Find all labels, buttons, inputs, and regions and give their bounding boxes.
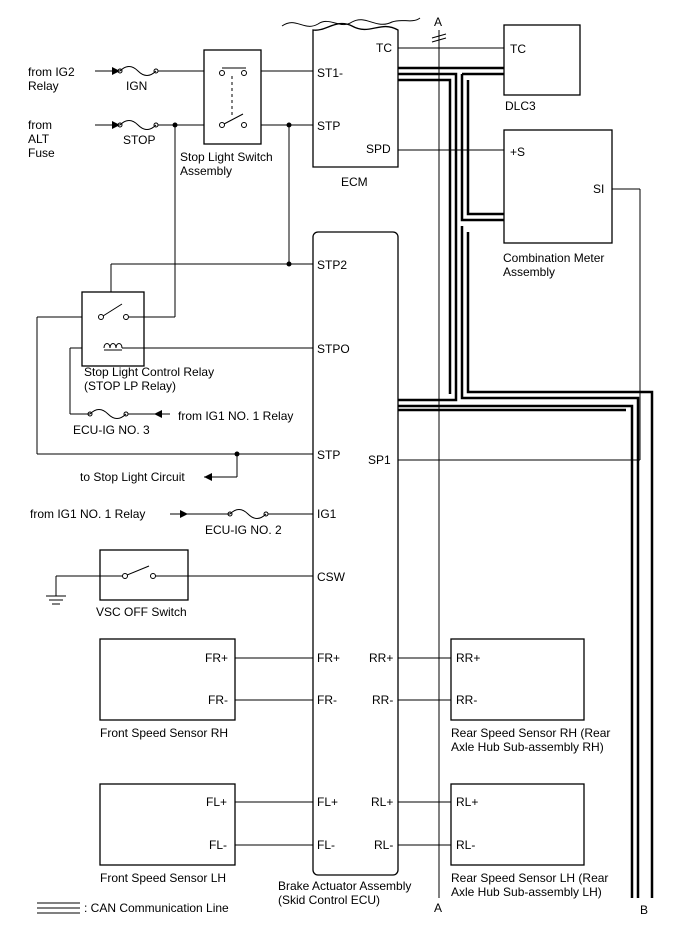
brake-pin-rl-minus: RL-: [374, 838, 393, 852]
front-speed-sensor-rh: FR+ FR- Front Speed Sensor RH: [99, 638, 313, 740]
meter-pin-si: SI: [593, 182, 604, 196]
front-rh-label: Front Speed Sensor RH: [100, 726, 228, 740]
front-lh-pin-plus: FL+: [206, 795, 227, 809]
ecm-pin-st1: ST1-: [317, 66, 343, 80]
rear-speed-sensor-rh: RR+ RR- Rear Speed Sensor RH (Rear Axle …: [398, 638, 610, 754]
brake-pin-fl-minus: FL-: [317, 838, 335, 852]
from-ig2-label-1: from IG2: [28, 65, 75, 79]
legend: : CAN Communication Line: [37, 901, 229, 915]
brake-actuator-ecu: STP2 STPO STP SP1 IG1 CSW FR+ FR- RR+ RR…: [278, 231, 411, 907]
fuse-stop-label: STOP: [123, 133, 155, 147]
brake-pin-stpo: STPO: [317, 342, 350, 356]
front-lh-label: Front Speed Sensor LH: [100, 871, 226, 885]
rear-lh-label-2: Axle Hub Sub-assembly LH): [451, 885, 602, 899]
brake-label-1: Brake Actuator Assembly: [278, 879, 411, 893]
from-alt-label-2: ALT: [28, 132, 50, 146]
meter-label-1: Combination Meter: [503, 251, 604, 265]
rear-speed-sensor-lh: RL+ RL- Rear Speed Sensor LH (Rear Axle …: [398, 783, 608, 899]
ecm-pin-stp: STP: [317, 119, 340, 133]
rear-lh-label-1: Rear Speed Sensor LH (Rear: [451, 871, 608, 885]
from-alt-label-1: from: [28, 118, 52, 132]
brake-pin-rl-plus: RL+: [371, 795, 393, 809]
combination-meter: +S SI Combination Meter Assembly: [503, 129, 613, 279]
reference-line-a: A A: [431, 15, 447, 915]
brake-pin-rr-plus: RR+: [369, 651, 393, 665]
brake-pin-csw: CSW: [317, 570, 346, 584]
from-ig2-label-2: Relay: [28, 79, 59, 93]
dlc3-pin-tc: TC: [510, 42, 526, 56]
brake-pin-ig1: IG1: [317, 507, 337, 521]
fuse-stop: [119, 120, 157, 130]
meter-pin-s-plus: +S: [510, 145, 525, 159]
brake-pin-stp2: STP2: [317, 258, 347, 272]
brake-pin-fr-minus: FR-: [317, 693, 337, 707]
ecu-ig2-label: ECU-IG NO. 2: [205, 523, 282, 537]
ecu-ig3-label: ECU-IG NO. 3: [73, 423, 150, 437]
front-rh-pin-minus: FR-: [208, 693, 228, 707]
relay-wiring: ECU-IG NO. 3 from IG1 NO. 1 Relay to Sto…: [36, 125, 313, 484]
fuse-ecu-ig3: [89, 409, 127, 419]
brake-label-2: (Skid Control ECU): [278, 893, 380, 907]
brake-pin-fl-plus: FL+: [317, 795, 338, 809]
ecm-label: ECM: [341, 175, 368, 189]
fuse-ecu-ig2: [229, 509, 267, 519]
brake-pin-rr-minus: RR-: [372, 693, 393, 707]
meter-label-2: Assembly: [503, 265, 555, 279]
front-lh-pin-minus: FL-: [209, 838, 227, 852]
dlc3-label: DLC3: [505, 99, 536, 113]
fuse-ign: [119, 66, 157, 76]
brake-pin-fr-plus: FR+: [317, 651, 340, 665]
stop-switch-label-2: Assembly: [180, 164, 232, 178]
ecm-pin-tc: TC: [376, 41, 392, 55]
rear-rh-pin-minus: RR-: [456, 693, 477, 707]
ig1-feed: from IG1 NO. 1 Relay ECU-IG NO. 2: [30, 507, 313, 537]
marker-a-top: A: [434, 15, 442, 29]
vsc-off-switch-label: VSC OFF Switch: [96, 605, 187, 619]
ecm: ECM TC ST1- STP SPD: [281, 17, 421, 189]
can-bus: B: [398, 66, 654, 917]
brake-pin-stp: STP: [317, 448, 340, 462]
stop-light-switch: Stop Light Switch Assembly: [180, 49, 273, 178]
ig2-feed: from IG2 Relay IGN: [28, 65, 313, 93]
vsc-off-switch: VSC OFF Switch: [46, 549, 313, 619]
legend-can-label: : CAN Communication Line: [84, 901, 229, 915]
brake-pin-sp1: SP1: [368, 453, 391, 467]
stop-light-control-relay: Stop Light Control Relay (STOP LP Relay): [81, 291, 214, 393]
rear-lh-pin-minus: RL-: [456, 838, 475, 852]
front-rh-pin-plus: FR+: [205, 651, 228, 665]
relay-label-2: (STOP LP Relay): [84, 379, 176, 393]
to-stop-light-circuit-label: to Stop Light Circuit: [80, 470, 185, 484]
rear-rh-label-2: Axle Hub Sub-assembly RH): [451, 740, 604, 754]
from-alt-label-3: Fuse: [28, 146, 55, 160]
front-speed-sensor-lh: FL+ FL- Front Speed Sensor LH: [99, 783, 313, 885]
relay-label-1: Stop Light Control Relay: [84, 365, 214, 379]
from-ig1-relay-label-a: from IG1 NO. 1 Relay: [178, 409, 293, 423]
stop-switch-label-1: Stop Light Switch: [180, 150, 273, 164]
dlc3: TC DLC3: [503, 24, 581, 113]
alt-feed: from ALT Fuse STOP: [28, 118, 313, 160]
fuse-ign-label: IGN: [126, 79, 147, 93]
rear-rh-pin-plus: RR+: [456, 651, 480, 665]
rear-rh-label-1: Rear Speed Sensor RH (Rear: [451, 726, 610, 740]
ecm-pin-spd: SPD: [366, 142, 391, 156]
marker-b-bottom: B: [640, 903, 648, 917]
marker-a-bottom: A: [434, 901, 442, 915]
from-ig1-relay-label-b: from IG1 NO. 1 Relay: [30, 507, 145, 521]
rear-lh-pin-plus: RL+: [456, 795, 478, 809]
